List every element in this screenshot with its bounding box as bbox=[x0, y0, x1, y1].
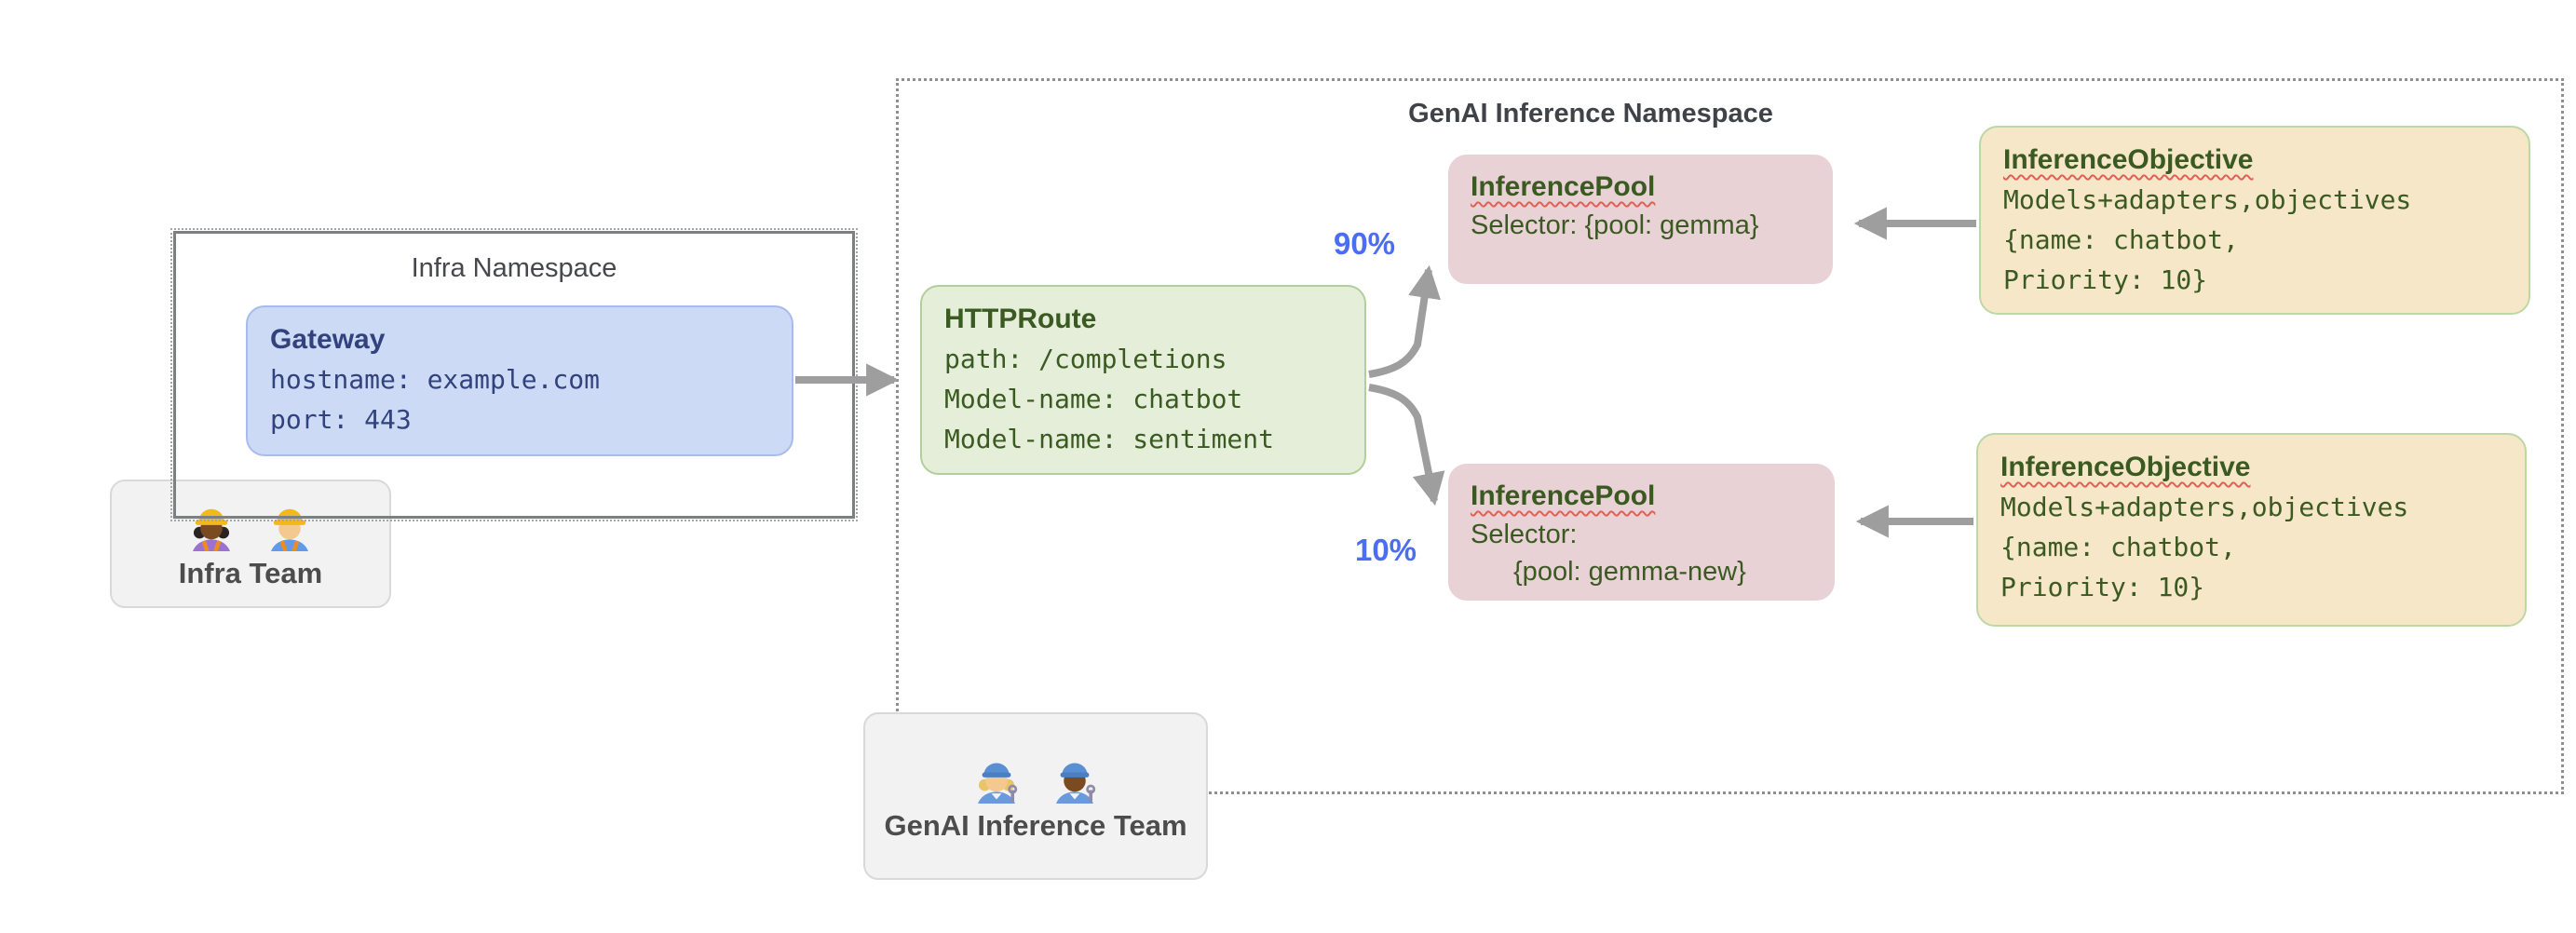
inferencepool-gemma-new-box: InferencePool Selector: {pool: gemma-new… bbox=[1448, 464, 1835, 601]
inferencepool-gemma-selector: Selector: {pool: gemma} bbox=[1471, 210, 1759, 240]
man-construction-worker-icon bbox=[271, 508, 308, 551]
inferencepool-gemma-title: InferencePool bbox=[1471, 168, 1810, 207]
genai-team-people bbox=[969, 750, 1102, 804]
inferenceobjective-bottom-title-text: InferenceObjective bbox=[2000, 452, 2251, 482]
httproute-box: HTTPRoute path: /completions Model-name:… bbox=[920, 285, 1366, 475]
infra-team-label: Infra Team bbox=[178, 557, 323, 589]
inferenceobjective-top-title-text: InferenceObjective bbox=[2003, 144, 2254, 175]
genai-namespace-box bbox=[896, 78, 2564, 794]
traffic-split-10-label: 10% bbox=[1354, 533, 1417, 567]
gateway-title: Gateway bbox=[270, 324, 386, 355]
inferenceobjective-top-line-name: {name: chatbot, bbox=[2003, 224, 2239, 255]
infra-team-box: Infra Team bbox=[110, 480, 391, 608]
inferencepool-gemma-title-text: InferencePool bbox=[1471, 171, 1656, 202]
woman-mechanic-icon bbox=[978, 763, 1018, 804]
inferenceobjective-top-box: InferenceObjective Models+adapters,objec… bbox=[1979, 126, 2530, 315]
inferenceobjective-top-line-priority: Priority: 10} bbox=[2003, 264, 2208, 295]
httproute-title: HTTPRoute bbox=[944, 304, 1097, 334]
httproute-path: path: /completions bbox=[944, 344, 1227, 374]
genai-namespace-title: GenAI Inference Namespace bbox=[1408, 99, 1773, 128]
inferencepool-gemma-new-selector: Selector: bbox=[1471, 520, 1578, 549]
genai-inference-team-box: GenAI Inference Team bbox=[863, 712, 1208, 880]
gateway-box: Gateway hostname: example.com port: 443 bbox=[246, 305, 793, 456]
woman-construction-worker-icon bbox=[193, 508, 230, 551]
infra-team-people bbox=[184, 497, 317, 551]
inferencepool-gemma-new-title-text: InferencePool bbox=[1471, 480, 1656, 511]
gateway-hostname: hostname: example.com bbox=[270, 364, 601, 395]
gateway-port: port: 443 bbox=[270, 404, 412, 435]
inferenceobjective-bottom-title: InferenceObjective bbox=[2000, 448, 2502, 487]
inferencepool-gemma-new-title: InferencePool bbox=[1471, 477, 1812, 516]
inferencepool-gemma-new-selector-value: {pool: gemma-new} bbox=[1513, 557, 1746, 587]
genai-team-label: GenAI Inference Team bbox=[884, 809, 1187, 842]
infra-namespace-box bbox=[170, 228, 858, 521]
inferenceobjective-bottom-line-name: {name: chatbot, bbox=[2000, 532, 2236, 562]
httproute-model-sentiment: Model-name: sentiment bbox=[944, 424, 1275, 454]
inferenceobjective-top-line-models: Models+adapters,objectives bbox=[2003, 184, 2412, 215]
man-mechanic-icon bbox=[1056, 763, 1096, 804]
infra-namespace-title: Infra Namespace bbox=[411, 253, 617, 283]
inferenceobjective-bottom-line-models: Models+adapters,objectives bbox=[2000, 492, 2409, 522]
httproute-model-chatbot: Model-name: chatbot bbox=[944, 384, 1243, 414]
inferencepool-gemma-box: InferencePool Selector: {pool: gemma} bbox=[1448, 155, 1833, 284]
inferenceobjective-bottom-line-priority: Priority: 10} bbox=[2000, 572, 2205, 602]
traffic-split-90-label: 90% bbox=[1333, 226, 1396, 261]
inferenceobjective-bottom-box: InferenceObjective Models+adapters,objec… bbox=[1976, 433, 2527, 627]
inferenceobjective-top-title: InferenceObjective bbox=[2003, 141, 2506, 180]
